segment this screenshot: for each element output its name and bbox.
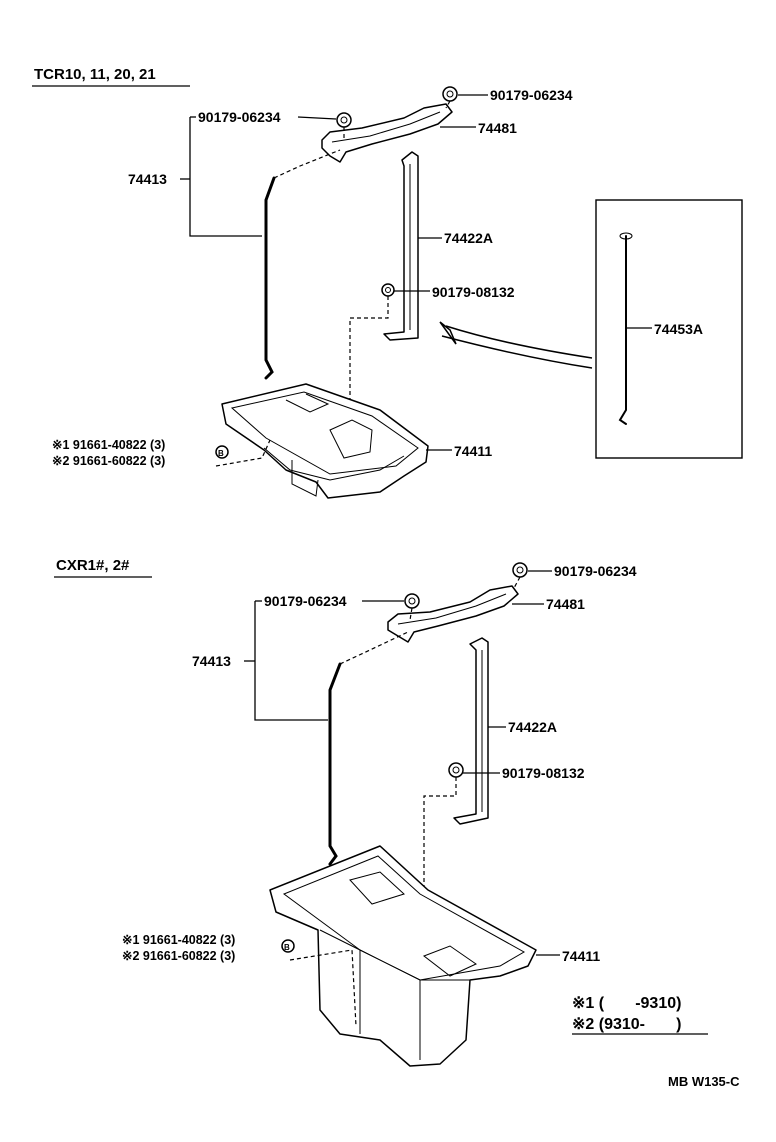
lower-nut-left — [404, 593, 420, 609]
upper-alt-bolt — [618, 235, 627, 425]
upper-inset-box — [595, 199, 743, 459]
upper-nut-left — [336, 112, 352, 128]
lower-label-bolt: 74422A — [508, 719, 557, 735]
upper-label-rod: 74413 — [128, 171, 167, 187]
lower-nut-bolt — [448, 762, 464, 778]
lower-label-clamp: 74481 — [546, 596, 585, 612]
svg-text:B: B — [284, 943, 290, 952]
upper-leaders — [180, 94, 652, 451]
lower-model-label: CXR1#, 2# — [56, 557, 130, 574]
upper-model-label: TCR10, 11, 20, 21 — [34, 66, 156, 83]
lower-label-tray: 74411 — [562, 948, 600, 964]
notes-block: ※1 ( -9310) ※2 (9310- ) MB W135-C — [572, 995, 740, 1089]
upper-rod — [264, 176, 276, 380]
upper-clip — [215, 445, 229, 459]
lower-label-nut-bolt: 90179-08132 — [502, 765, 585, 781]
lower-clip — [281, 939, 295, 953]
lower-label-rod: 74413 — [192, 653, 231, 669]
svg-text:B: B — [218, 449, 224, 458]
lower-labels: 90179-06234 90179-06234 74481 74413 7442… — [122, 563, 637, 964]
upper-label-tray: 74411 — [454, 443, 492, 459]
upper-label-clip2: ※2 91661-60822 (3) — [52, 454, 165, 468]
upper-nut-right — [442, 86, 458, 102]
diagram-code: MB W135-C — [668, 1074, 740, 1089]
upper-label-clamp: 74481 — [478, 120, 517, 136]
lower-bolt — [453, 637, 489, 825]
lower-label-clip1: ※1 91661-40822 (3) — [122, 933, 235, 947]
lower-label-nut-left: 90179-06234 — [264, 593, 347, 609]
lower-rod — [328, 662, 342, 866]
upper-label-nut-left: 90179-06234 — [198, 109, 281, 125]
upper-label-alt-bolt: 74453A — [654, 321, 703, 337]
lower-nut-right — [512, 562, 528, 578]
upper-label-nut-bolt: 90179-08132 — [432, 284, 515, 300]
lower-leaders — [244, 570, 560, 956]
lower-clamp — [387, 585, 519, 643]
upper-nut-bolt — [381, 283, 395, 297]
upper-labels: 90179-06234 90179-06234 74481 74413 7442… — [52, 87, 703, 468]
upper-bolt — [383, 151, 419, 341]
lower-label-nut-right: 90179-06234 — [554, 563, 637, 579]
lower-label-clip2: ※2 91661-60822 (3) — [122, 949, 235, 963]
upper-clamp — [321, 103, 453, 163]
upper-label-nut-right: 90179-06234 — [490, 87, 573, 103]
upper-assembly: TCR10, 11, 20, 21 B — [32, 66, 743, 499]
note-2: ※2 (9310- ) — [572, 1016, 681, 1033]
upper-arrow-head — [439, 321, 457, 345]
lower-tray — [269, 845, 537, 1067]
note-1: ※1 ( -9310) — [572, 995, 681, 1012]
upper-label-clip1: ※1 91661-40822 (3) — [52, 438, 165, 452]
upper-tray — [221, 383, 429, 499]
lower-assembly: CXR1#, 2# B — [54, 557, 537, 1067]
upper-label-bolt: 74422A — [444, 230, 493, 246]
